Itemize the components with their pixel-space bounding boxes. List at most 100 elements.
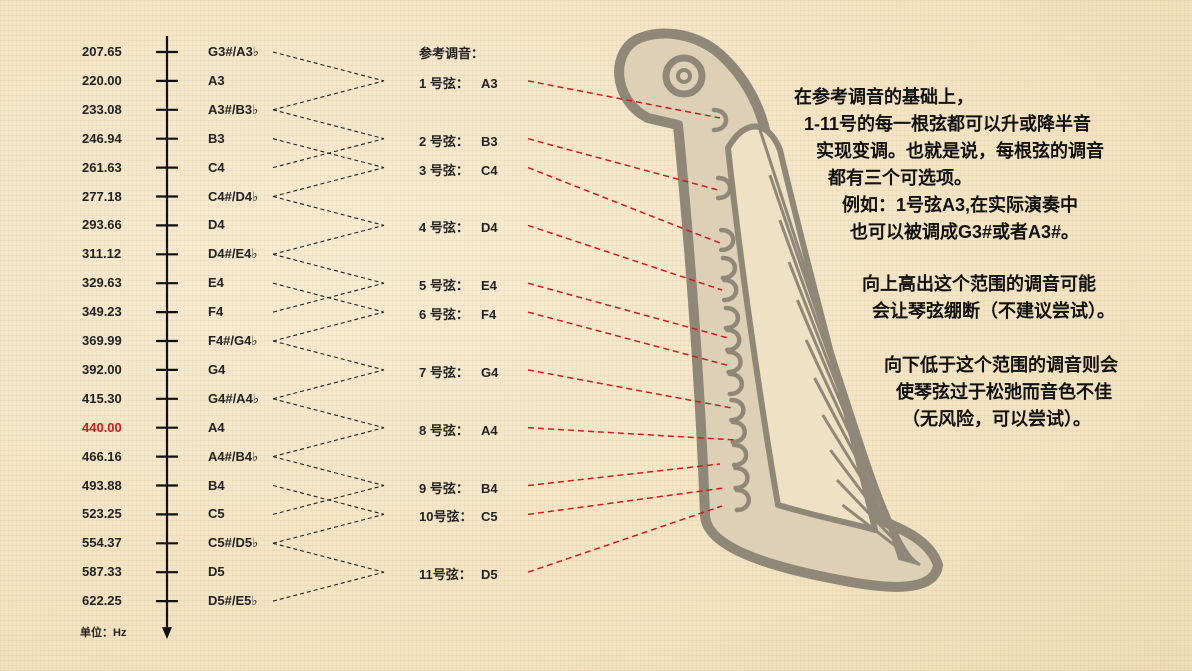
reference-string-row: 6 号弦：F4: [419, 304, 496, 323]
harp-peg-icon: [720, 255, 738, 281]
string-pointer: [527, 311, 731, 367]
note-label: G4#/A4♭: [208, 390, 259, 406]
note-label: A3#/B3♭: [208, 101, 259, 117]
explanation-line: 例如：1号弦A3,在实际演奏中: [842, 195, 1079, 215]
semitone-connector: [272, 427, 385, 458]
reference-string-label: 10号弦：: [419, 509, 473, 525]
harp-string: [841, 503, 921, 567]
harp-peg-icon: [724, 327, 742, 353]
harp-peg-icon: [711, 107, 729, 133]
harp-string: [835, 478, 920, 566]
semitone-connector: [272, 138, 385, 169]
semitone-connector: [272, 398, 385, 429]
reference-string-note: G4: [481, 364, 499, 380]
semitone-connector: [272, 311, 385, 342]
note-label: C4#/D4♭: [208, 188, 259, 204]
note-label: C4: [208, 159, 225, 175]
note-label: A4#/B4♭: [208, 448, 259, 464]
note-label: G4: [208, 361, 226, 377]
reference-string-label: 5 号弦：: [419, 278, 469, 294]
frequency-label: 329.63: [82, 275, 122, 291]
reference-string-note: B3: [481, 133, 498, 149]
reference-string-note: B4: [481, 480, 498, 496]
note-label: B4: [208, 477, 225, 493]
frequency-label: 246.94: [82, 130, 122, 146]
harp-peg-icon: [721, 277, 739, 303]
explanation-line: 都有三个可选项。: [828, 168, 972, 188]
string-pointer: [527, 80, 721, 119]
semitone-connector: [272, 51, 385, 82]
explanation-line: 1-11号的每一根弦都可以升或降半音: [804, 114, 1092, 134]
harp-peg-icon: [715, 175, 733, 201]
semitone-connector: [272, 195, 385, 226]
reference-title: 参考调音：: [419, 46, 485, 61]
semitone-connector: [272, 109, 385, 140]
explanation-line: 使琴弦过于松弛而音色不佳: [896, 382, 1112, 402]
frequency-label: 207.65: [82, 44, 122, 59]
reference-string-label: 11号弦：: [419, 567, 472, 583]
semitone-connector: [272, 369, 385, 400]
frequency-label: 622.25: [82, 593, 122, 609]
frequency-label: 392.00: [82, 361, 122, 377]
reference-string-row: 5 号弦： E4: [419, 275, 497, 294]
note-label: D5: [208, 564, 225, 580]
note-label: F4: [208, 304, 224, 320]
unit-label: 单位：Hz: [80, 627, 127, 639]
explanation-line: 向上高出这个范围的调音可能: [862, 274, 1096, 294]
semitone-connector: [272, 167, 385, 198]
reference-string-label: 7 号弦：: [419, 364, 469, 380]
note-label: F4#/G4♭: [208, 333, 258, 348]
harp-peg-icon: [730, 419, 747, 445]
reference-string-row: 10号弦： C5: [419, 506, 498, 525]
reference-string-label: 3 号弦：: [419, 162, 469, 178]
reference-string-row: 2 号弦： B3: [419, 131, 498, 150]
reference-string-note: A4: [481, 422, 498, 438]
string-pointer: [527, 137, 719, 191]
frequency-label: 440.00: [82, 419, 122, 435]
note-label: D4#/E4♭: [208, 246, 258, 262]
note-label: G3#/A3♭: [208, 44, 259, 59]
note-label: B3: [208, 130, 225, 146]
frequency-label: 523.25: [82, 506, 122, 522]
reference-string-note: E4: [481, 278, 497, 294]
note-label: A4: [208, 419, 225, 435]
frequency-label: 220.00: [82, 72, 122, 88]
explanation-line: 实现变调。也就是说，每根弦的调音: [816, 141, 1104, 161]
explanation-paragraph-2: 向上高出这个范围的调音可能 会让琴弦绷断（不建议尝试）。: [862, 271, 1182, 325]
reference-string-row: 8 号弦： A4: [419, 420, 498, 439]
string-pointer: [527, 166, 721, 244]
semitone-connector: [272, 224, 385, 255]
string-pointer: [527, 369, 733, 409]
explanation-paragraph-1: 在参考调音的基础上， 1-11号的每一根弦都可以升或降半音 实现变调。也就是说，…: [780, 84, 1180, 246]
semitone-connector: [272, 571, 385, 602]
reference-string-note: F4: [481, 307, 497, 323]
semitone-connector: [272, 282, 385, 313]
reference-string-label: 8 号弦：: [419, 422, 469, 438]
note-label: C5#/D5♭: [208, 535, 259, 551]
reference-string-row: 11号弦：D5: [419, 564, 498, 583]
harp-scroll-icon: [662, 54, 706, 98]
frequency-label: 554.37: [82, 535, 122, 551]
frequency-label: 261.63: [82, 159, 122, 175]
harp-peg-icon: [733, 465, 750, 491]
semitone-connector: [272, 484, 385, 515]
reference-string-row: 9 号弦：B4: [419, 478, 498, 497]
note-label: C5: [208, 506, 225, 522]
string-pointer: [527, 463, 721, 487]
reference-string-note: A3: [481, 75, 498, 91]
note-label: D4: [208, 217, 225, 233]
reference-string-label: 2 号弦：: [419, 133, 469, 149]
reference-string-row: 7 号弦： G4: [419, 362, 498, 381]
explanation-paragraph-3: 向下低于这个范围的调音则会 使琴弦过于松弛而音色不佳 （无风险，可以尝试）。: [884, 352, 1184, 433]
reference-string-note: D4: [481, 220, 498, 236]
semitone-connector: [272, 542, 385, 573]
frequency-label: 349.23: [82, 304, 122, 320]
string-pointer: [527, 487, 725, 516]
reference-string-row: 4 号弦：D4: [419, 217, 498, 236]
reference-string-note: C5: [481, 509, 498, 525]
axis-arrow-icon: [162, 627, 172, 640]
semitone-connector: [272, 340, 385, 371]
string-pointer: [527, 505, 723, 573]
